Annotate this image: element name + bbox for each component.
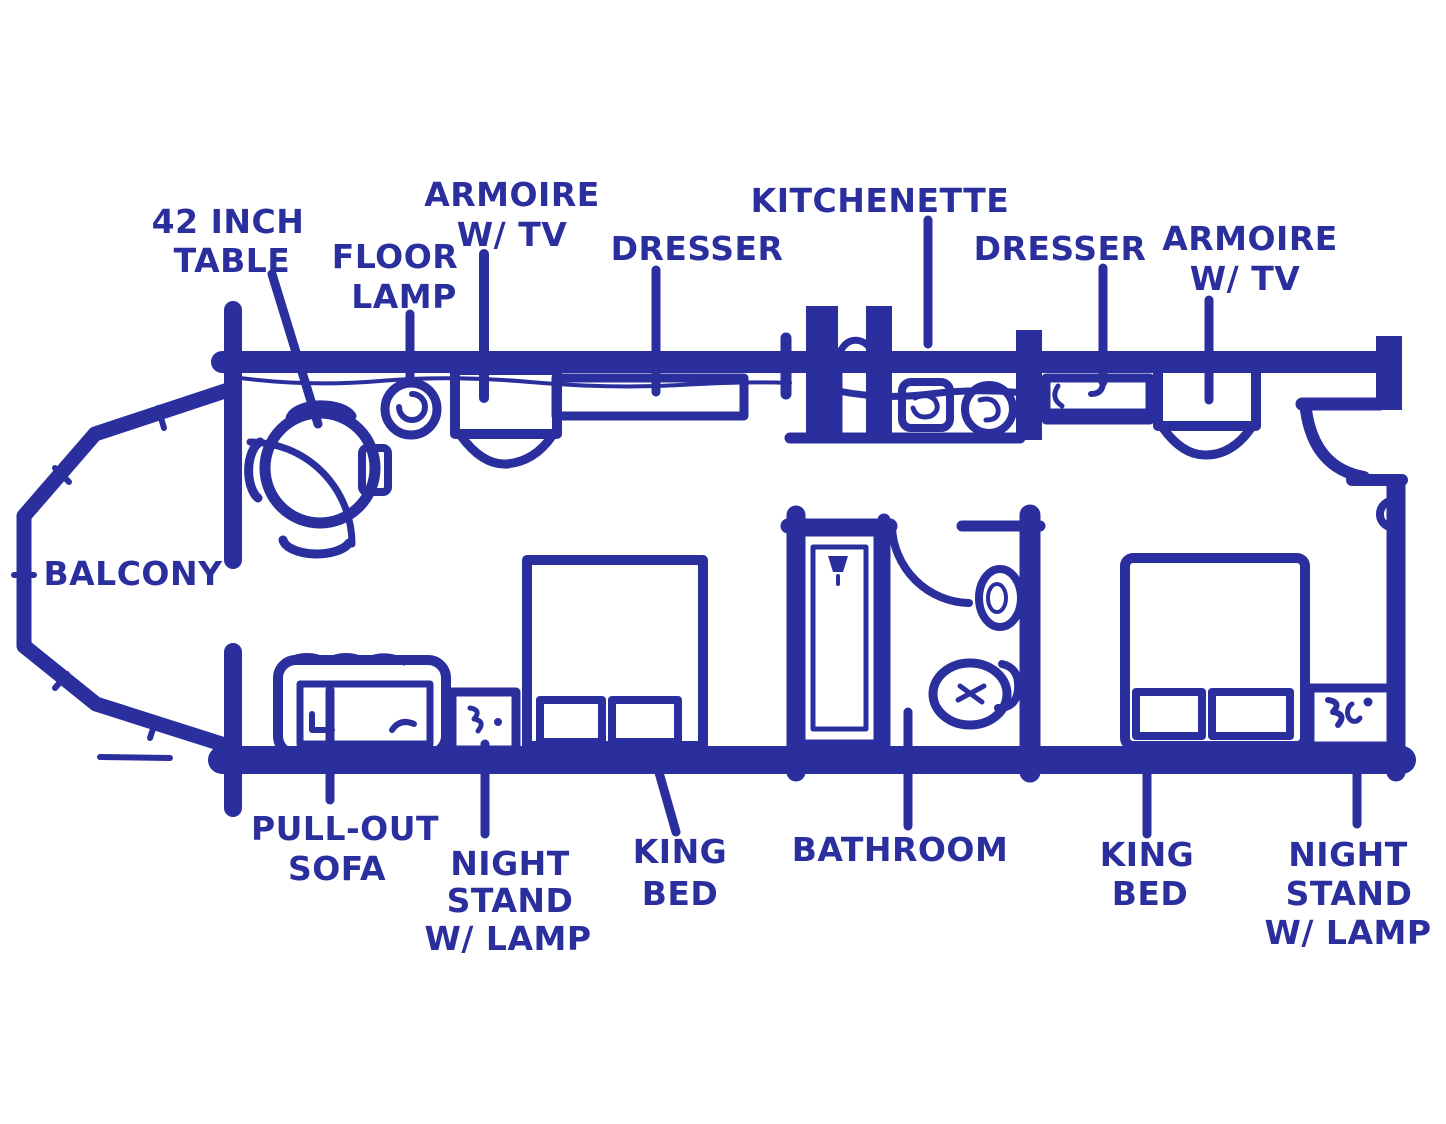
night-stand-left-lamp-dot	[494, 718, 502, 726]
label-king-bed-right-line1: KING	[1100, 835, 1195, 874]
walls	[11, 301, 1416, 817]
label-floor-lamp-line2: LAMP	[351, 277, 457, 316]
label-dresser-left: DRESSER	[611, 229, 784, 268]
table-chair-left	[244, 437, 265, 503]
label-king-bed-right-line2: BED	[1112, 874, 1189, 913]
label-night-stand-left-line1: NIGHT	[450, 844, 570, 883]
entry-pillar-left	[806, 306, 838, 440]
shower	[795, 527, 883, 749]
kitchen-sink-doodle	[910, 392, 940, 420]
night-stand-right	[1305, 683, 1397, 751]
shower-inner	[810, 544, 869, 732]
balcony-rail-tick-1	[155, 405, 167, 431]
dresser-right-curl	[1052, 383, 1065, 409]
dresser-left	[551, 373, 749, 421]
balcony-outer-wall	[16, 382, 236, 754]
right-wall-notch	[1376, 496, 1400, 532]
label-armoire-left-line1: ARMOIRE	[424, 175, 600, 214]
balcony-rail-sketch	[97, 754, 173, 761]
entry-door-squiggle	[836, 336, 874, 356]
label-bathroom: BATHROOM	[792, 830, 1009, 869]
labels: 42 INCH TABLE FLOOR LAMP ARMOIRE W/ TV D…	[43, 175, 1431, 958]
king-bed-left-pillow-2	[608, 696, 682, 746]
armoire-right-scallop-2	[1201, 423, 1256, 460]
dresser-right	[1041, 373, 1155, 425]
bedroom-furniture	[1041, 363, 1397, 751]
label-armoire-right-line2: W/ TV	[1190, 259, 1301, 298]
living-room-furniture	[244, 365, 749, 759]
kitchen-sink	[898, 378, 954, 432]
label-night-stand-left-line2: STAND	[447, 881, 574, 920]
bathroom-door-arc	[888, 523, 973, 607]
label-sofa-line2: SOFA	[288, 849, 386, 888]
label-night-stand-right-line1: NIGHT	[1288, 835, 1408, 874]
balcony-rail-tick-5	[147, 717, 159, 741]
label-sofa-line1: PULL-OUT	[251, 809, 439, 848]
armoire-left-scallop-1	[456, 431, 513, 469]
label-balcony: BALCONY	[43, 554, 223, 593]
king-bed-right	[1120, 553, 1310, 751]
label-night-stand-left-line3: W/ LAMP	[424, 919, 591, 958]
balcony-rail-tick-2	[52, 465, 72, 485]
balcony-rail-tick-4	[52, 671, 70, 691]
kitchen-stove	[961, 381, 1017, 437]
king-bed-right-pillow-1	[1132, 688, 1206, 740]
label-night-stand-right-line2: STAND	[1286, 874, 1413, 913]
corridor-end-pillar	[1016, 330, 1042, 440]
kitchen-stove-doodle	[977, 396, 1001, 423]
dining-table	[259, 407, 381, 529]
sofa-back-bumps	[284, 653, 408, 666]
table-chair-top	[285, 400, 357, 423]
night-stand-right-lamp-dot	[1363, 697, 1373, 707]
entry-pillar-right	[866, 306, 892, 440]
label-kitchenette: KITCHENETTE	[751, 181, 1010, 220]
table-leader	[267, 269, 323, 429]
label-table-line1: 42 INCH	[152, 202, 305, 241]
kitchenette	[784, 368, 1028, 444]
floor-lamp	[380, 378, 442, 440]
king-bed-left-leader	[647, 743, 681, 837]
night-stand-right-lamp-doodle-2	[1345, 701, 1363, 724]
bathroom	[780, 504, 1046, 783]
sofa-seat	[296, 680, 434, 748]
top-wall-sketch-line	[238, 376, 792, 389]
label-table-line2: TABLE	[174, 241, 291, 280]
night-stand-left-lamp-doodle	[467, 705, 484, 734]
bathroom-sink	[975, 565, 1025, 631]
armoire-left-scallop-2	[501, 431, 557, 469]
right-corner-curve	[1300, 404, 1370, 483]
label-night-stand-right-line3: W/ LAMP	[1264, 913, 1431, 952]
bathroom-sink-basin	[986, 582, 1008, 614]
table-chair-right	[358, 444, 392, 496]
label-floor-lamp-line1: FLOOR	[332, 237, 458, 276]
sofa-doodle-2	[389, 719, 417, 733]
sofa-doodle-1	[309, 711, 335, 733]
label-king-bed-left-line2: BED	[642, 874, 719, 913]
leader-lines	[267, 215, 1362, 839]
toilet-bowl	[928, 658, 1012, 730]
king-bed-right-pillow-2	[1208, 688, 1294, 740]
label-armoire-left-line2: W/ TV	[457, 215, 568, 254]
king-bed-left-pillow-1	[536, 696, 606, 746]
label-armoire-right-line1: ARMOIRE	[1162, 219, 1338, 258]
toilet-doodle	[955, 683, 987, 705]
label-king-bed-left-line1: KING	[633, 832, 728, 871]
dresser-right-leader-hook	[1088, 379, 1106, 397]
label-dresser-right: DRESSER	[974, 229, 1147, 268]
toilet-tank	[994, 660, 1023, 712]
armoire-right-scallop-1	[1158, 423, 1212, 460]
night-stand-right-lamp-doodle-1	[1325, 697, 1345, 728]
shower-head	[828, 556, 848, 572]
floor-lamp-spiral	[396, 391, 428, 423]
table-chair-bottom	[278, 535, 354, 559]
